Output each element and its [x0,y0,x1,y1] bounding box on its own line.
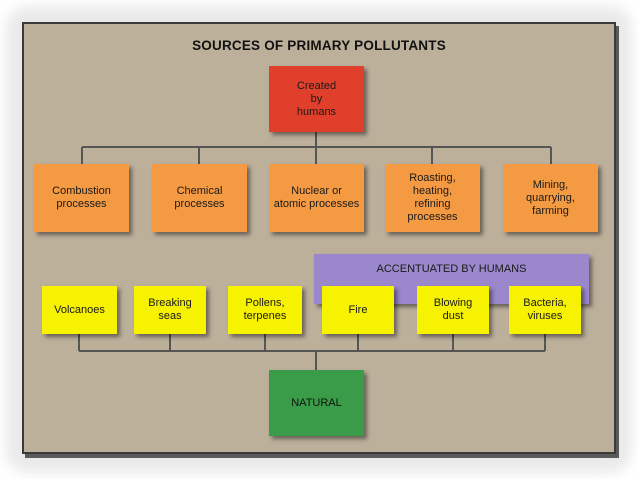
node-blowing-dust: Blowing dust [417,286,489,334]
node-chemical-processes: Chemical processes [152,164,247,232]
node-nuclear-processes: Nuclear or atomic processes [269,164,364,232]
node-volcanoes: Volcanoes [42,286,117,334]
connector-lines [78,132,552,370]
diagram-panel: SOURCES OF PRIMARY POLLUTANTS Created by… [22,22,616,454]
diagram-title: SOURCES OF PRIMARY POLLUTANTS [192,38,446,53]
node-natural: NATURAL [269,370,364,436]
node-roasting-processes: Roasting, heating, refining processes [385,164,480,232]
node-bacteria-viruses: Bacteria, viruses [509,286,581,334]
node-mining-quarrying: Mining, quarrying, farming [503,164,598,232]
node-breaking-seas: Breaking seas [134,286,206,334]
node-pollens-terpenes: Pollens, terpenes [228,286,302,334]
node-created-by-humans: Created by humans [269,66,364,132]
node-combustion-processes: Combustion processes [34,164,129,232]
node-fire: Fire [322,286,394,334]
